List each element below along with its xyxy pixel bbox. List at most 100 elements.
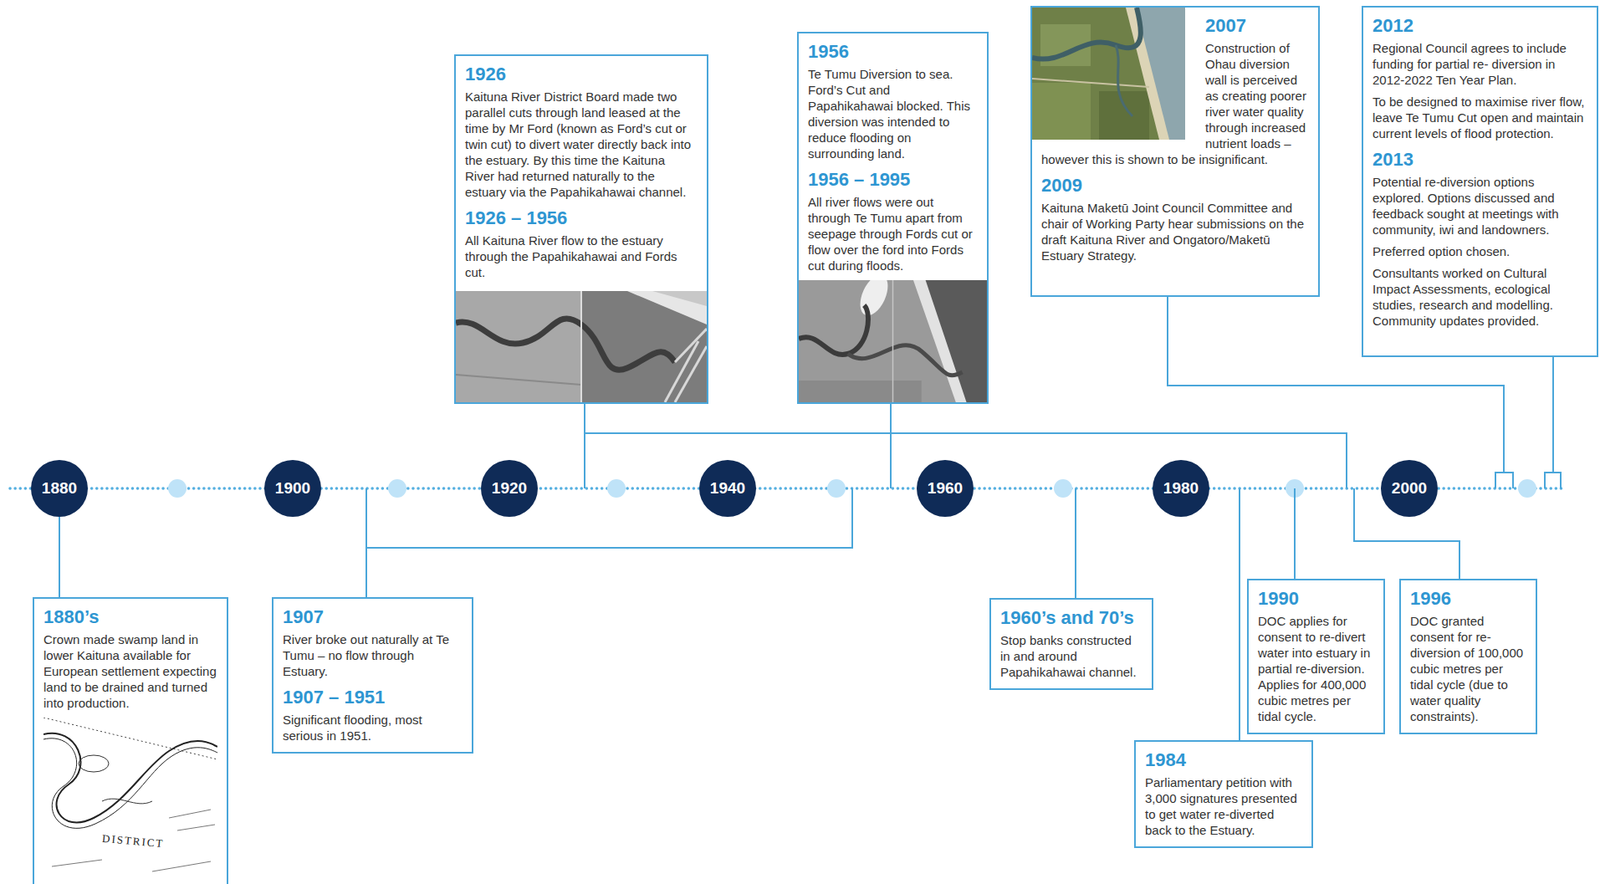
leader-line <box>58 516 61 598</box>
event-heading: 1956 – 1995 <box>807 168 978 191</box>
event-heading: 1984 <box>1145 749 1303 772</box>
illustration-shape <box>455 291 582 403</box>
illustration-shape <box>827 479 846 498</box>
illustration-shape <box>43 738 218 829</box>
leader-line <box>583 403 586 489</box>
event-text: Kaituna Maketū Joint Council Committee a… <box>1041 199 1309 264</box>
aerial-photo <box>798 280 987 403</box>
event-text: All Kaituna River flow to the estuary th… <box>465 232 698 281</box>
event-heading: 1960’s and 70’s <box>1000 607 1143 629</box>
year-label: 1940 <box>710 479 746 498</box>
event-heading: 2012 <box>1372 15 1588 37</box>
year-circle: 1920 <box>480 460 538 517</box>
year-label: 1960 <box>927 479 963 498</box>
illustration-shape <box>848 345 963 376</box>
illustration-shape <box>1032 7 1141 60</box>
event-text: Regional Council agrees to include fundi… <box>1372 40 1588 88</box>
event-heading: 1926 – 1956 <box>465 207 698 230</box>
illustration-shape <box>1115 45 1133 117</box>
illustration-shape <box>798 380 922 403</box>
event-text: Potential re-diversion options explored.… <box>1372 173 1588 238</box>
aerial-photo-frame <box>798 280 987 403</box>
year-label: 2000 <box>1391 479 1427 498</box>
year-circle: 1960 <box>916 460 974 517</box>
aerial-photo-frame <box>1032 7 1186 140</box>
map-frame: DISTRICT <box>43 717 218 877</box>
illustration-shape <box>1125 7 1170 140</box>
illustration-shape <box>892 280 894 403</box>
event-heading: 1907 – 1951 <box>282 686 463 709</box>
leader-line <box>1293 488 1296 579</box>
aerial-photo <box>1032 7 1186 140</box>
year-label: 1920 <box>491 479 527 498</box>
illustration-shape <box>913 280 967 403</box>
illustration-shape <box>51 809 215 872</box>
leader-line <box>1544 472 1561 489</box>
event-text: Te Tumu Diversion to sea. Ford’s Cut and… <box>807 66 978 162</box>
event-text: Significant flooding, most serious in 19… <box>282 711 463 744</box>
event-heading: 2013 <box>1372 148 1588 171</box>
illustration-shape <box>43 733 218 824</box>
year-label: 1980 <box>1163 479 1199 498</box>
historic-map <box>43 717 218 877</box>
illustration-shape <box>1032 82 1091 140</box>
leader-line <box>1495 472 1514 489</box>
illustration-shape <box>78 755 109 772</box>
event-text: Preferred option chosen. <box>1372 243 1588 260</box>
illustration-shape <box>798 280 987 403</box>
event-text: Stop banks constructed in and around Pap… <box>1000 632 1143 680</box>
event-text: Consultants worked on Cultural Impact As… <box>1372 265 1588 329</box>
year-circle: 1880 <box>30 460 88 517</box>
illustration-shape <box>455 291 707 403</box>
event-heading: 1880’s <box>43 606 218 629</box>
event-text: Parliamentary petition with 3,000 signat… <box>1145 774 1303 839</box>
event-box: 2012Regional Council agrees to include f… <box>1361 5 1599 358</box>
illustration-shape <box>1032 7 1186 140</box>
event-text: River broke out naturally at Te Tumu – n… <box>282 631 463 680</box>
event-heading: 2007 <box>1041 15 1309 37</box>
event-box: 1990DOC applies for consent to re-divert… <box>1247 578 1386 735</box>
leader-line <box>366 488 853 548</box>
illustration-shape <box>1053 479 1073 498</box>
leader-line <box>1074 488 1077 599</box>
illustration-shape <box>168 479 187 498</box>
aerial-photo-frame <box>455 291 707 403</box>
year-circle: 2000 <box>1380 460 1438 517</box>
event-box: 1960’s and 70’sStop banks constructed in… <box>989 598 1154 691</box>
illustration-shape <box>798 305 869 355</box>
event-text: Kaituna River District Board made two pa… <box>465 88 698 200</box>
year-circle: 1940 <box>699 460 757 517</box>
event-box: 1880’sCrown made swamp land in lower Kai… <box>32 597 229 884</box>
illustration-shape <box>455 318 675 370</box>
leader-line <box>1552 357 1554 473</box>
photo-gap <box>465 280 698 287</box>
timeline-axis <box>10 486 1562 491</box>
event-box: 1956Te Tumu Diversion to sea. Ford’s Cut… <box>797 31 989 404</box>
illustration-shape <box>43 717 218 877</box>
illustration-shape <box>1099 91 1150 140</box>
event-heading: 1926 <box>465 63 698 86</box>
event-box: 2007Construction of Ohau diversion wall … <box>1030 5 1320 297</box>
year-circle: 1900 <box>264 460 322 517</box>
illustration-shape <box>388 479 407 498</box>
event-heading: 2009 <box>1041 174 1309 197</box>
illustration-shape <box>580 291 583 403</box>
event-text: All river flows were out through Te Tumu… <box>807 194 978 274</box>
illustration-shape <box>102 798 153 804</box>
event-heading: 1907 <box>282 606 463 629</box>
event-heading: 1996 <box>1410 587 1527 610</box>
event-box: 1907River broke out naturally at Te Tumu… <box>271 597 474 754</box>
illustration-shape <box>854 280 894 320</box>
event-box: 1926Kaituna River District Board made tw… <box>454 54 709 404</box>
event-text: DOC granted consent for re-diversion of … <box>1410 613 1527 725</box>
event-text: To be designed to maximise river flow, l… <box>1372 93 1588 142</box>
year-label: 1900 <box>275 479 311 498</box>
event-text: Crown made swamp land in lower Kaituna a… <box>43 631 218 711</box>
leader-line <box>1238 488 1241 741</box>
photo-gap <box>43 710 218 718</box>
leader-line <box>365 488 368 598</box>
photo-gap <box>807 273 978 281</box>
event-box: 1996DOC granted consent for re-diversion… <box>1399 578 1538 735</box>
illustration-shape <box>1032 78 1150 87</box>
event-heading: 1990 <box>1257 587 1375 610</box>
